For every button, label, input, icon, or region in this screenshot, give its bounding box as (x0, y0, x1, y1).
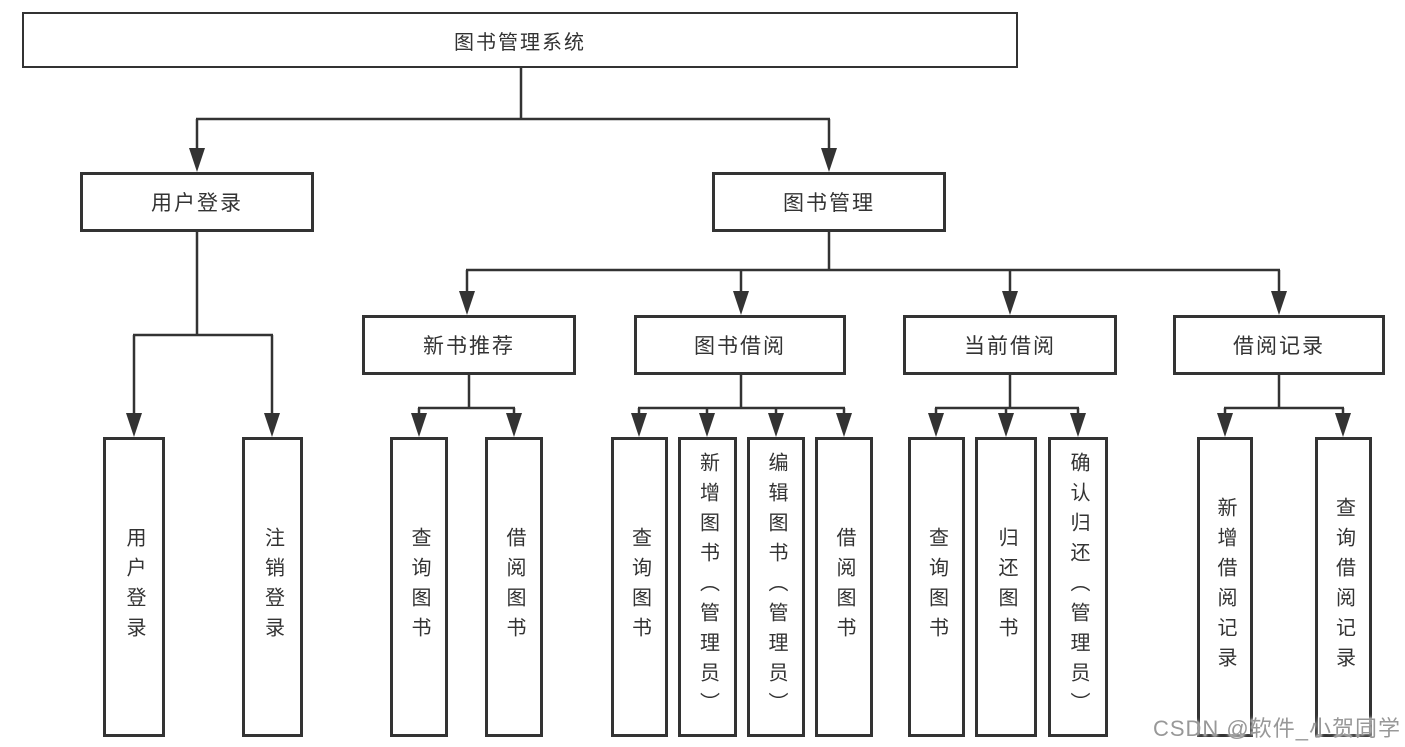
leaf-query-books-borrow: 查询图书 (611, 437, 668, 737)
leaf-label: 查询图书 (925, 527, 948, 647)
leaf-label: 查询图书 (628, 527, 651, 647)
leaf-label: 查询借阅记录 (1332, 497, 1355, 677)
node-label: 图书管理系统 (454, 31, 586, 54)
leaf-label: 借阅图书 (503, 527, 525, 647)
leaf-confirm-return-admin: 确认归还（管理员） (1048, 437, 1108, 737)
leaf-edit-books-admin: 编辑图书（管理员） (747, 437, 805, 737)
node-root-system: 图书管理系统 (22, 12, 1018, 68)
leaf-label: 新增借阅记录 (1214, 497, 1236, 677)
leaf-label: 归还图书 (995, 527, 1017, 647)
leaf-label: 编辑图书（管理员） (765, 452, 787, 722)
node-new-book-recommend: 新书推荐 (362, 315, 576, 375)
node-label: 新书推荐 (423, 335, 515, 358)
leaf-query-borrow-record: 查询借阅记录 (1315, 437, 1372, 737)
leaf-borrow-books-newrec: 借阅图书 (485, 437, 543, 737)
node-book-borrowing: 图书借阅 (634, 315, 846, 375)
node-borrowing-records: 借阅记录 (1173, 315, 1385, 375)
leaf-label: 借阅图书 (833, 527, 855, 647)
leaf-query-books-current: 查询图书 (908, 437, 965, 737)
csdn-watermark: CSDN @软件_小贺同学 (1152, 716, 1401, 741)
leaf-borrow-books-borrow: 借阅图书 (815, 437, 873, 737)
node-label: 用户登录 (151, 192, 243, 215)
node-current-borrowing: 当前借阅 (903, 315, 1117, 375)
node-label: 图书管理 (783, 192, 875, 215)
leaf-label: 查询图书 (408, 527, 430, 647)
node-label: 借阅记录 (1233, 335, 1325, 358)
node-book-management: 图书管理 (712, 172, 946, 232)
leaf-user-login: 用户登录 (103, 437, 165, 737)
node-label: 图书借阅 (694, 335, 786, 358)
leaf-query-books-newrec: 查询图书 (390, 437, 448, 737)
leaf-add-borrow-record: 新增借阅记录 (1197, 437, 1253, 737)
node-label: 当前借阅 (964, 335, 1056, 358)
leaf-add-books-admin: 新增图书（管理员） (678, 437, 737, 737)
leaf-label: 用户登录 (123, 527, 145, 647)
leaf-label: 注销登录 (261, 527, 284, 647)
leaf-label: 确认归还（管理员） (1067, 452, 1089, 722)
leaf-return-books: 归还图书 (975, 437, 1037, 737)
leaf-logout: 注销登录 (242, 437, 303, 737)
leaf-label: 新增图书（管理员） (696, 452, 719, 722)
node-user-login: 用户登录 (80, 172, 314, 232)
